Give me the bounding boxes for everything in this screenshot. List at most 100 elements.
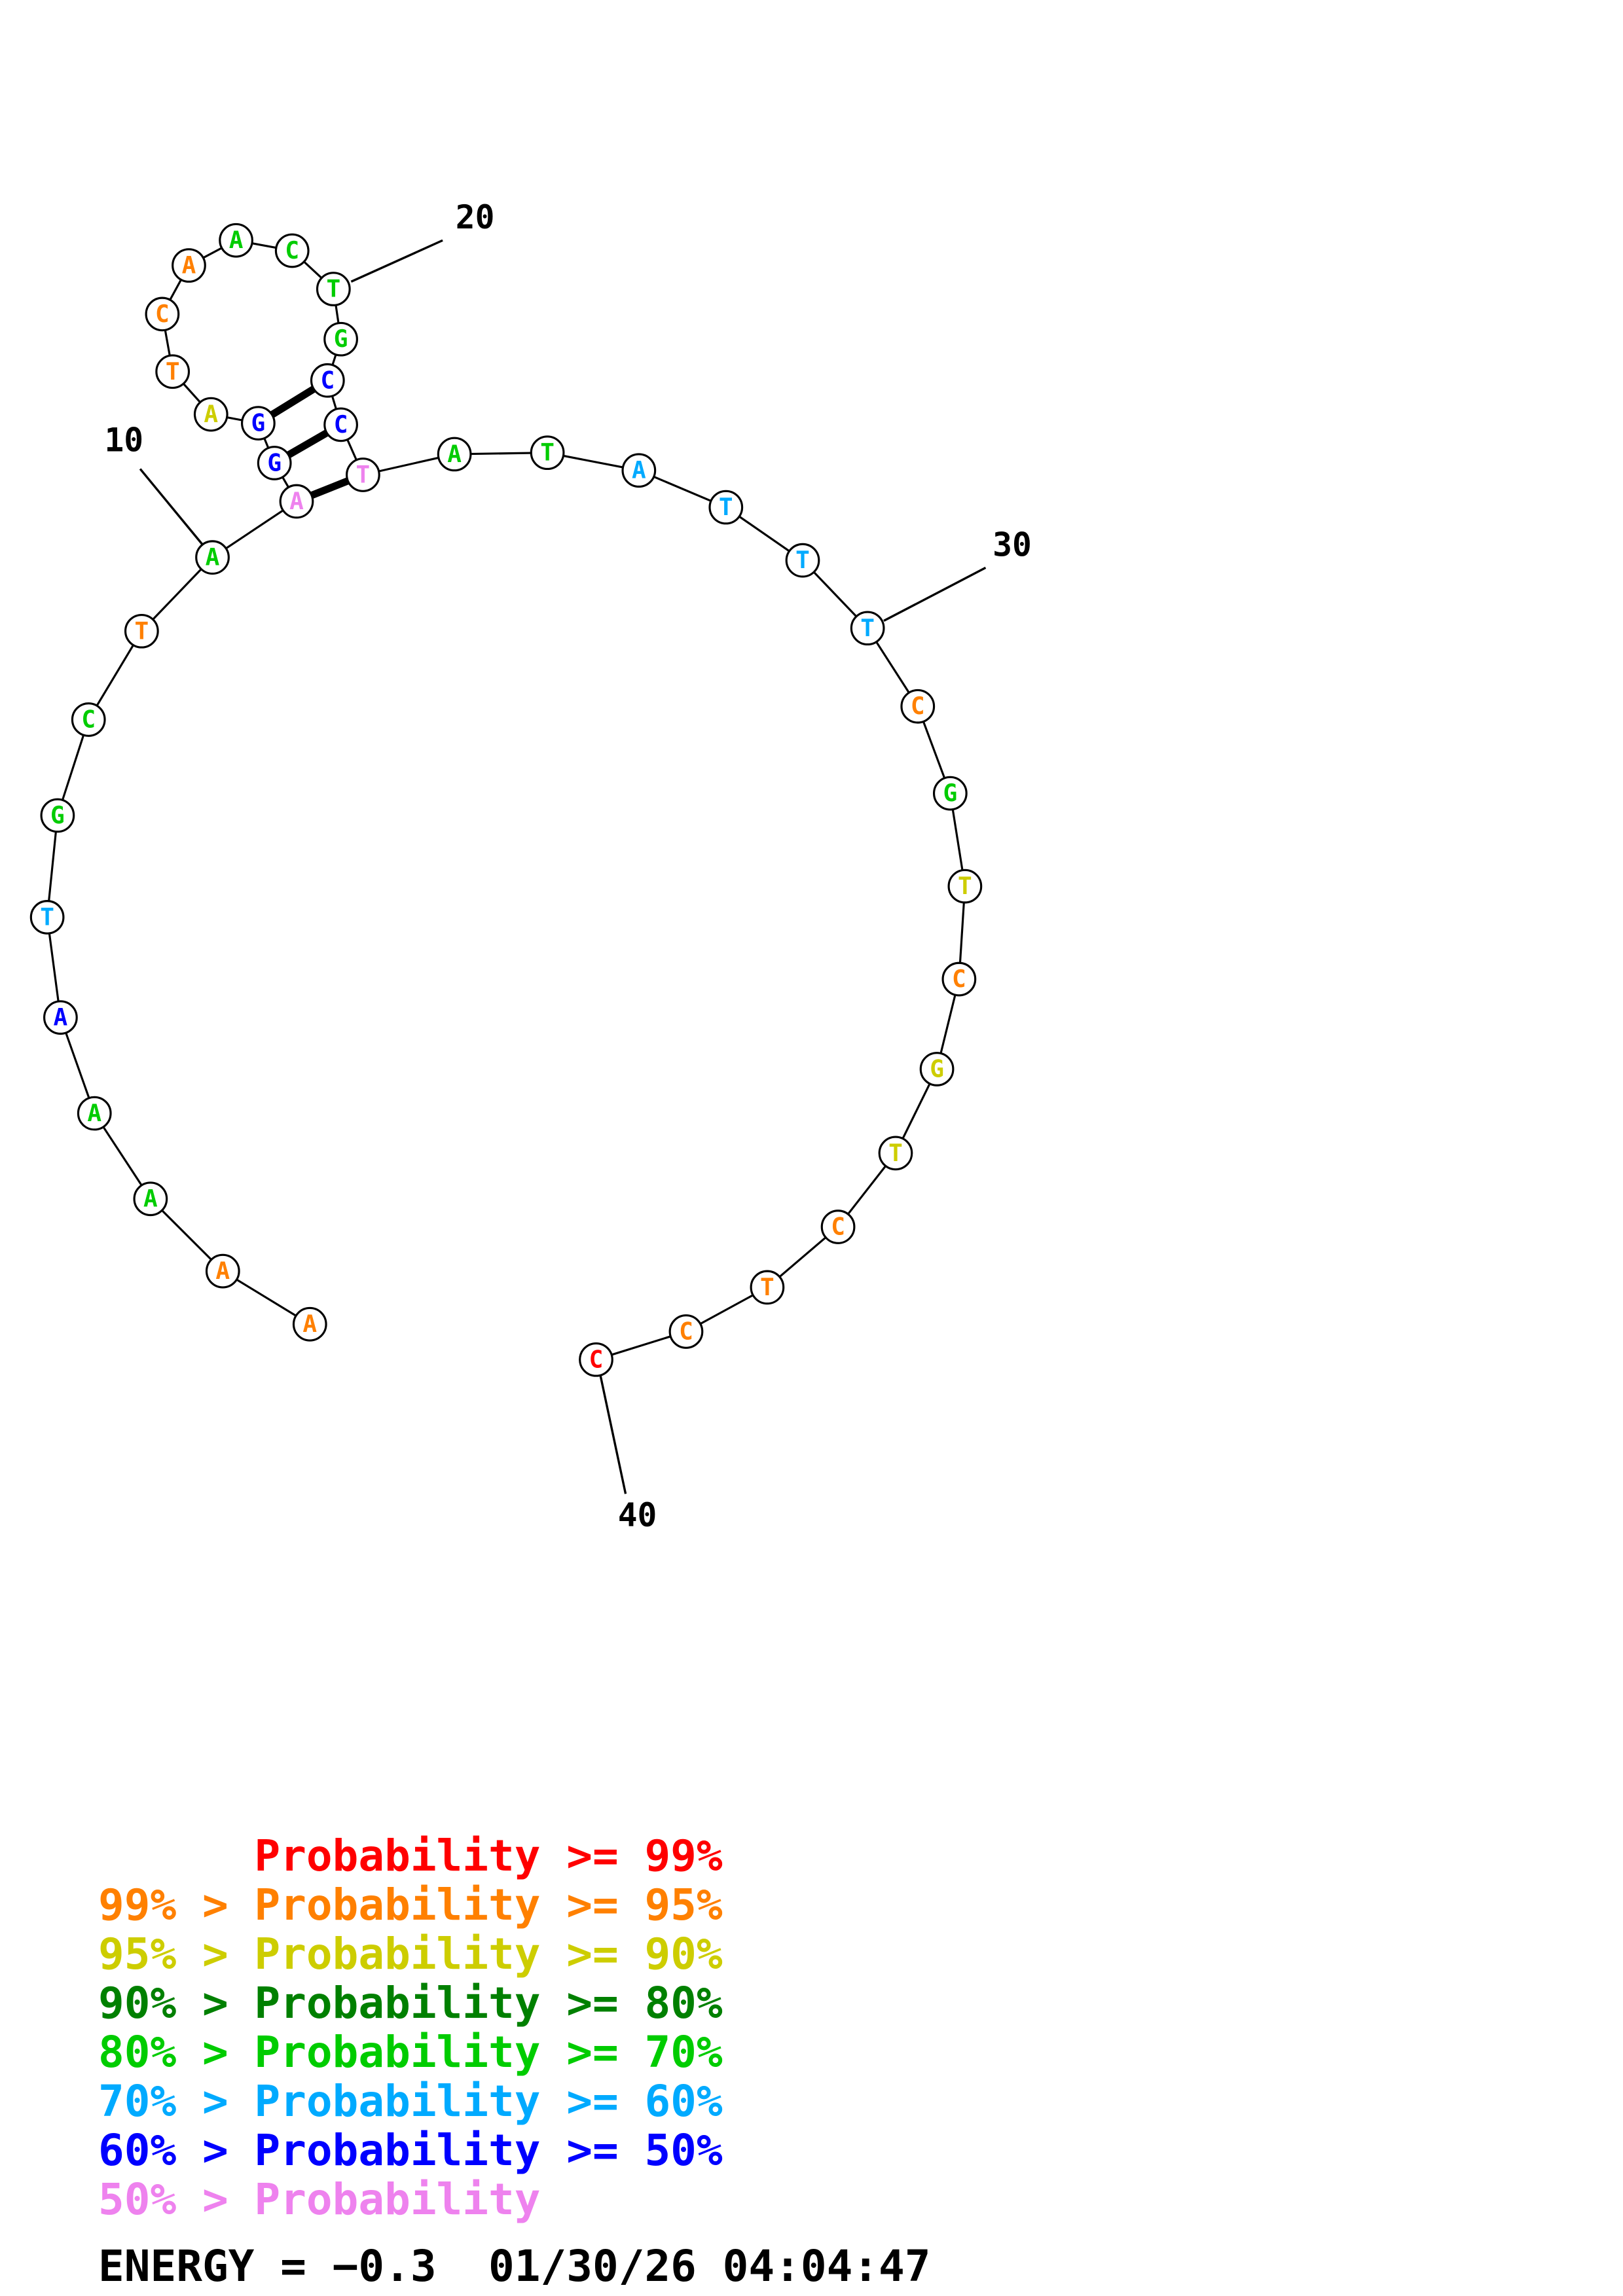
nucleotide-base: A: [229, 226, 244, 254]
legend-item: 99% > Probability >= 95%: [98, 1880, 723, 1930]
position-label: 20: [456, 198, 495, 236]
nucleotide-circle: [621, 453, 657, 488]
nucleotide-base: G: [334, 325, 348, 353]
nucleotide-circle: [310, 363, 345, 398]
nucleotide-circle: [941, 961, 977, 997]
nucleotide: T: [155, 354, 191, 389]
nucleotide: C: [668, 1314, 704, 1349]
nucleotide: A: [77, 1096, 112, 1131]
nucleotide-base: T: [958, 872, 972, 900]
nucleotide-circle: [195, 540, 230, 575]
probability-legend: Probability >= 99%99% > Probability >= 9…: [98, 1831, 723, 2224]
nucleotide-base: C: [334, 411, 348, 439]
nucleotide-circle: [279, 484, 314, 519]
legend-item: 60% > Probability >= 50%: [98, 2125, 723, 2176]
nucleotide-base: A: [289, 488, 304, 515]
nucleotide: G: [257, 446, 292, 480]
nucleotide-base: T: [795, 547, 810, 574]
nucleotide: G: [323, 321, 358, 357]
nucleotide-base: C: [911, 692, 925, 720]
nucleotide-circle: [43, 1000, 78, 1035]
nucleotide-circle: [219, 223, 253, 258]
nucleotide: T: [947, 869, 983, 904]
nucleotide: A: [133, 1181, 168, 1217]
position-label: 30: [993, 526, 1032, 564]
position-label-line: [139, 468, 204, 545]
nucleotide: A: [219, 223, 253, 258]
nucleotide-circle: [820, 1210, 856, 1244]
nucleotide: C: [579, 1342, 613, 1377]
legend-item: 95% > Probability >= 90%: [98, 1929, 723, 1979]
nucleotide: C: [274, 233, 310, 268]
nucleotide-circle: [850, 611, 885, 646]
nucleotide-base: A: [87, 1100, 101, 1127]
nucleotide: T: [29, 900, 65, 935]
nucleotide: T: [530, 435, 565, 471]
nucleotide: A: [43, 1000, 78, 1035]
nucleotide-circle: [437, 437, 472, 472]
nucleotide-base: A: [215, 1257, 230, 1285]
nucleotide-circle: [124, 613, 159, 649]
nucleotide: T: [850, 611, 885, 646]
nucleotide-circle: [133, 1181, 168, 1217]
nucleotide-base: T: [326, 276, 340, 303]
nucleotide: A: [621, 453, 657, 488]
nucleotide-circle: [155, 354, 191, 389]
nucleotide-base: A: [143, 1185, 158, 1213]
nucleotide-base: T: [888, 1139, 903, 1167]
nucleotide: C: [323, 407, 358, 442]
nucleotide-circle: [77, 1096, 112, 1131]
nucleotide: T: [878, 1136, 913, 1171]
nucleotide-circle: [257, 446, 292, 480]
label-lines: [139, 239, 987, 1494]
nucleotide-circle: [274, 233, 310, 268]
nucleotide-base: C: [155, 300, 170, 328]
nucleotide-base: T: [166, 358, 180, 386]
nucleotide-base: A: [447, 440, 462, 468]
nucleotide: G: [919, 1052, 955, 1086]
legend-item: 50% > Probability: [98, 2174, 541, 2225]
nucleotide-base: C: [589, 1346, 604, 1373]
position-labels: 10 20 30 40: [104, 198, 1031, 1534]
nucleotide: A: [292, 1306, 327, 1342]
nucleotide-circle: [323, 321, 358, 357]
position-label: 40: [618, 1496, 657, 1534]
nucleotide-base: C: [679, 1318, 693, 1346]
nucleotide: T: [124, 613, 159, 649]
position-label: 10: [104, 421, 143, 459]
nucleotide-circle: [346, 457, 380, 492]
nucleotide: G: [932, 776, 968, 811]
nucleotide-base: A: [54, 1004, 68, 1031]
nucleotide-base: T: [356, 461, 371, 488]
nucleotide: T: [346, 457, 380, 492]
nucleotide-base: T: [540, 439, 555, 467]
nucleotide-circle: [71, 702, 106, 737]
nucleotide-circle: [785, 543, 820, 578]
nucleotide: T: [785, 543, 820, 578]
nucleotide-base: T: [760, 1274, 775, 1301]
nucleotide-base: C: [285, 237, 299, 264]
nucleotide-circle: [668, 1314, 704, 1349]
position-label-line: [883, 566, 987, 622]
nucleotide-circle: [900, 689, 936, 724]
nucleotide-circle: [316, 272, 351, 306]
nucleotide-circle: [29, 900, 65, 935]
nucleotide-circle: [530, 435, 565, 471]
nucleotide-base: C: [320, 367, 335, 394]
nucleotide-circle: [932, 776, 968, 811]
position-label-line: [599, 1375, 627, 1494]
nucleotide: G: [40, 798, 75, 833]
nucleotide-base: C: [952, 965, 966, 993]
nucleotide-circle: [40, 798, 75, 833]
nucleotide-base: A: [182, 252, 196, 279]
legend-item: 90% > Probability >= 80%: [98, 1978, 723, 2028]
nucleotide: G: [241, 406, 276, 440]
nucleotide-circle: [579, 1342, 613, 1377]
nucleotide: A: [195, 540, 230, 575]
legend-item: 70% > Probability >= 60%: [98, 2076, 723, 2126]
nucleotide-base: G: [50, 802, 65, 829]
energy-readout: ENERGY = −0.3 01/30/26 04:04:47: [98, 2241, 931, 2291]
nucleotide-circle: [145, 296, 180, 332]
